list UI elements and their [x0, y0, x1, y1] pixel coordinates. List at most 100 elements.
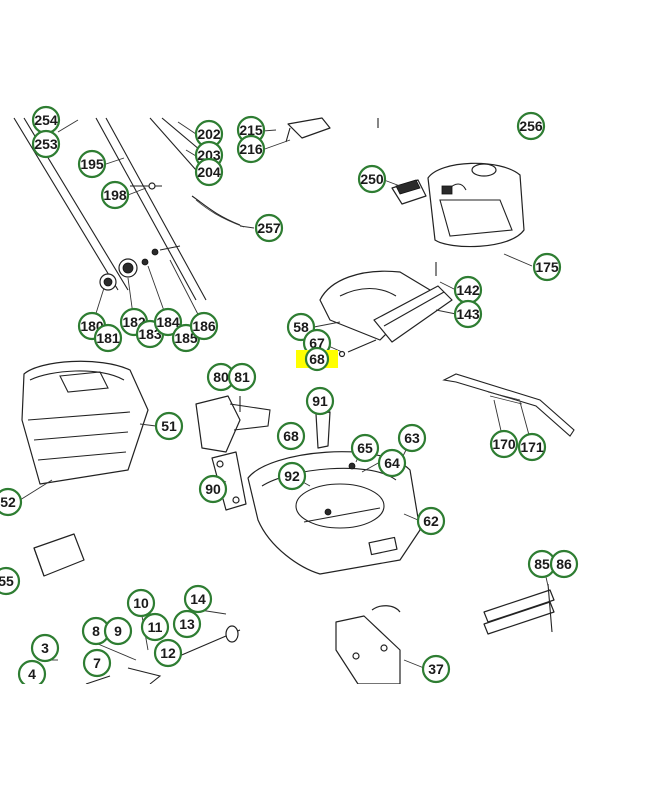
svg-text:8: 8	[92, 623, 100, 639]
drawing-art	[13, 117, 575, 685]
svg-text:216: 216	[239, 141, 263, 157]
svg-text:186: 186	[192, 318, 216, 334]
callout-253[interactable]: 253	[31, 129, 61, 159]
svg-text:52: 52	[0, 494, 16, 510]
svg-text:55: 55	[0, 573, 14, 589]
callout-10[interactable]: 10	[126, 588, 156, 618]
callout-170[interactable]: 170	[489, 429, 519, 459]
svg-text:91: 91	[312, 393, 328, 409]
callout-204[interactable]: 204	[194, 157, 224, 187]
callout-37[interactable]: 37	[421, 654, 451, 684]
callout-14[interactable]: 14	[183, 584, 213, 614]
svg-text:195: 195	[80, 156, 104, 172]
callout-250[interactable]: 250	[357, 164, 387, 194]
svg-text:85: 85	[534, 556, 550, 572]
callout-143[interactable]: 143	[453, 299, 483, 329]
svg-text:11: 11	[148, 619, 163, 635]
svg-text:170: 170	[492, 436, 516, 452]
svg-text:90: 90	[205, 481, 221, 497]
svg-text:81: 81	[234, 369, 250, 385]
svg-text:51: 51	[161, 418, 177, 434]
svg-text:183: 183	[138, 326, 162, 342]
svg-text:12: 12	[160, 645, 176, 661]
callout-9[interactable]: 9	[103, 616, 133, 646]
callout-184[interactable]: 184	[153, 307, 183, 337]
svg-text:142: 142	[456, 282, 480, 298]
callout-181[interactable]: 181	[93, 323, 123, 353]
svg-text:215: 215	[239, 122, 263, 138]
callout-4[interactable]: 4	[17, 659, 47, 689]
callout-185[interactable]: 185	[171, 323, 201, 353]
svg-text:67: 67	[309, 335, 325, 351]
svg-text:14: 14	[190, 591, 206, 607]
callouts: 254 253 195 198 202 203 204 215 216 256 …	[0, 105, 579, 689]
svg-text:62: 62	[423, 513, 439, 529]
callout-91[interactable]: 91	[305, 386, 335, 416]
callout-11[interactable]: 11	[140, 612, 170, 642]
callout-7[interactable]: 7	[82, 648, 112, 678]
bottom-whitespace	[0, 684, 652, 800]
callout-65[interactable]: 65	[350, 433, 380, 463]
svg-text:143: 143	[456, 306, 480, 322]
svg-text:204: 204	[197, 164, 221, 180]
svg-text:86: 86	[556, 556, 572, 572]
svg-text:7: 7	[93, 655, 101, 671]
callout-86[interactable]: 86	[549, 549, 579, 579]
svg-text:181: 181	[96, 330, 120, 346]
svg-text:92: 92	[284, 468, 300, 484]
svg-text:185: 185	[174, 330, 198, 346]
callout-92[interactable]: 92	[277, 461, 307, 491]
svg-text:68: 68	[283, 428, 299, 444]
svg-text:254: 254	[34, 112, 58, 128]
svg-text:68: 68	[309, 351, 325, 367]
svg-text:202: 202	[197, 126, 221, 142]
callout-198[interactable]: 198	[100, 180, 130, 210]
callout-52[interactable]: 52	[0, 487, 23, 517]
svg-text:256: 256	[519, 118, 543, 134]
callout-80[interactable]: 80	[206, 362, 236, 392]
svg-text:184: 184	[156, 314, 180, 330]
callout-216[interactable]: 216	[236, 134, 266, 164]
callout-142[interactable]: 142	[453, 275, 483, 305]
callout-175[interactable]: 175	[532, 252, 562, 282]
callout-171[interactable]: 171	[517, 432, 547, 462]
callout-64[interactable]: 64	[377, 448, 407, 478]
svg-text:9: 9	[114, 623, 122, 639]
callout-55[interactable]: 55	[0, 566, 21, 596]
callout-202[interactable]: 202	[194, 119, 224, 149]
callout-90[interactable]: 90	[198, 474, 228, 504]
svg-text:65: 65	[357, 440, 373, 456]
callout-63[interactable]: 63	[397, 423, 427, 453]
callout-81[interactable]: 81	[227, 362, 257, 392]
callout-85[interactable]: 85	[527, 549, 557, 579]
callout-12[interactable]: 12	[153, 638, 183, 668]
svg-text:58: 58	[293, 319, 309, 335]
svg-text:250: 250	[360, 171, 384, 187]
callout-13[interactable]: 13	[172, 609, 202, 639]
svg-text:10: 10	[133, 595, 149, 611]
svg-text:64: 64	[384, 455, 400, 471]
svg-text:257: 257	[257, 220, 281, 236]
callout-195[interactable]: 195	[77, 149, 107, 179]
svg-text:171: 171	[520, 439, 544, 455]
callout-51[interactable]: 51	[154, 411, 184, 441]
callout-68-highlighted[interactable]: 68	[296, 346, 338, 372]
callout-3[interactable]: 3	[30, 633, 60, 663]
callout-257[interactable]: 257	[254, 213, 284, 243]
svg-text:198: 198	[103, 187, 127, 203]
svg-text:203: 203	[197, 147, 221, 163]
callout-254[interactable]: 254	[31, 105, 61, 135]
svg-text:80: 80	[213, 369, 229, 385]
svg-text:175: 175	[535, 259, 559, 275]
callout-68[interactable]: 68	[276, 421, 306, 451]
svg-text:13: 13	[179, 616, 195, 632]
svg-text:37: 37	[428, 661, 444, 677]
callout-256[interactable]: 256	[516, 111, 546, 141]
callout-62[interactable]: 62	[416, 506, 446, 536]
svg-text:4: 4	[28, 666, 36, 682]
svg-text:63: 63	[404, 430, 420, 446]
svg-text:253: 253	[34, 136, 58, 152]
svg-text:3: 3	[41, 640, 49, 656]
callout-186[interactable]: 186	[189, 311, 219, 341]
